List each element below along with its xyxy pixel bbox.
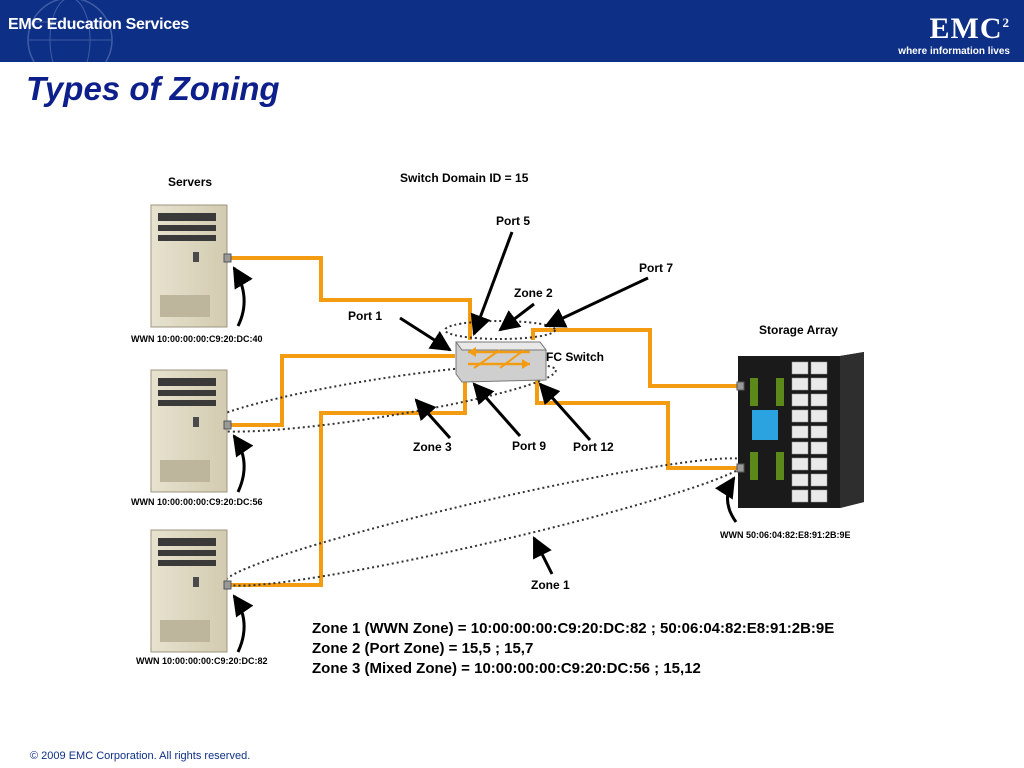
wwn-arrow-server2 [232, 434, 254, 493]
zone3-boundary [203, 363, 557, 433]
port1-arrow [399, 316, 452, 352]
wwn-server2: WWN 10:00:00:00:C9:20:DC:56 [131, 497, 263, 507]
cable-server1 [231, 256, 472, 340]
wwn-server1: WWN 10:00:00:00:C9:20:DC:40 [131, 334, 263, 344]
wwn-server3: WWN 10:00:00:00:C9:20:DC:82 [136, 656, 268, 666]
zone1-arrow [532, 536, 554, 575]
cable-storage2 [535, 380, 742, 470]
switch-domain-label: Switch Domain ID = 15 [400, 171, 529, 185]
emc-brand-superscript: 2 [1002, 15, 1010, 30]
cable-server2 [231, 354, 455, 427]
storage-array [736, 352, 864, 508]
servers-label: Servers [168, 175, 213, 189]
zone1-boundary [223, 457, 749, 587]
zone2-arrow [498, 302, 535, 332]
wwn-storage: WWN 50:06:04:82:E8:91:2B:9E [720, 530, 851, 540]
fc-switch-label: FC Switch [546, 350, 605, 364]
emc-tagline: where information lives [898, 46, 1010, 57]
zone-definitions: Zone 1 (WWN Zone) = 10:00:00:00:C9:20:DC… [312, 619, 834, 679]
education-services-logo: EMC Education Services [8, 16, 190, 33]
port5-arrow [470, 231, 514, 336]
wwn-arrow-server1 [232, 266, 253, 327]
zone2-label: Zone 2 [514, 286, 553, 300]
copyright-footer: © 2009 EMC Corporation. All rights reser… [30, 750, 251, 762]
port7-label: Port 7 [639, 261, 674, 275]
zone3-definition: Zone 3 (Mixed Zone) = 10:00:00:00:C9:20:… [312, 660, 701, 677]
port1-label: Port 1 [348, 309, 383, 323]
storage-array-label: Storage Array [759, 323, 838, 337]
wwn-arrow-storage [714, 476, 738, 523]
port5-label: Port 5 [496, 214, 531, 228]
port12-arrow [538, 382, 592, 441]
label-arrows [399, 231, 649, 575]
port9-arrow [472, 382, 522, 437]
header-bar: EMC Education Services EMC2 where inform… [0, 0, 1024, 62]
cable-server3 [231, 380, 467, 587]
port7-arrow [544, 276, 649, 328]
wwn-arrows [232, 266, 738, 653]
cables [231, 256, 742, 587]
zone3-arrow [414, 398, 452, 440]
page-title: Types of Zoning [26, 70, 280, 107]
port9-label: Port 9 [512, 439, 547, 453]
zone1-label: Zone 1 [531, 578, 570, 592]
zone2-definition: Zone 2 (Port Zone) = 15,5 ; 15,7 [312, 640, 534, 657]
fc-switch [455, 341, 547, 383]
zone3-label: Zone 3 [413, 440, 452, 454]
wwn-arrow-server3 [232, 594, 254, 653]
cable-storage1 [531, 328, 742, 388]
emc-logo: EMC2 where information lives [898, 8, 1010, 58]
server-2 [150, 369, 232, 493]
server-3 [150, 529, 232, 653]
port12-label: Port 12 [573, 440, 614, 454]
server-1 [150, 204, 232, 328]
emc-brand-text: EMC [929, 12, 1003, 45]
zone1-definition: Zone 1 (WWN Zone) = 10:00:00:00:C9:20:DC… [312, 620, 835, 637]
globe-icon [27, 0, 113, 62]
